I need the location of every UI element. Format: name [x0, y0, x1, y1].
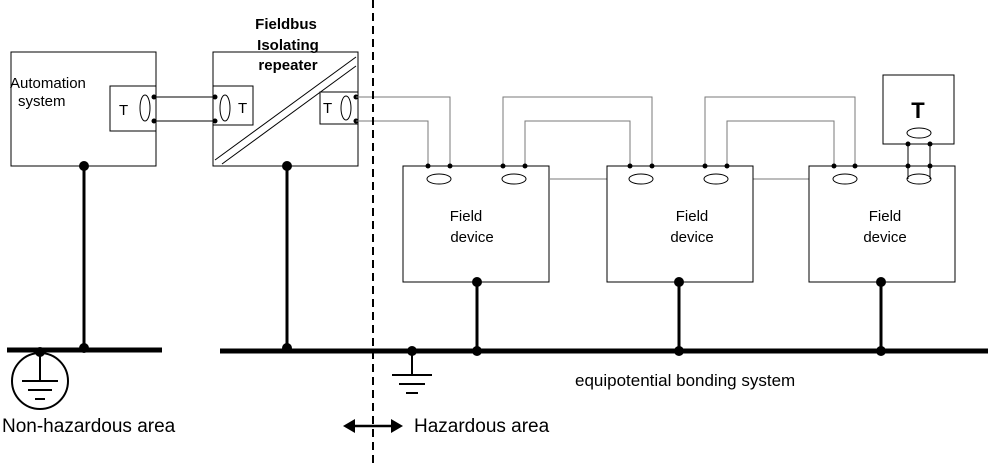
terminator-box-repeater-right	[319, 91, 359, 125]
field-device-label-3a: Field	[869, 208, 902, 225]
coupler-icon	[628, 173, 654, 185]
automation-system-label-1: Automation	[10, 75, 86, 92]
repeater-label-2: Isolating	[257, 37, 319, 54]
field-device-label-1a: Field	[450, 208, 483, 225]
protective-earth-icon	[11, 347, 69, 410]
hazardous-area-label: Hazardous area	[414, 416, 550, 437]
coupler-icon	[340, 95, 352, 121]
coupler-icon	[906, 173, 932, 185]
repeater-label-3: repeater	[258, 57, 317, 74]
field-device-label-2a: Field	[676, 208, 709, 225]
coupler-icon	[703, 173, 729, 185]
repeater-label-1: Fieldbus	[255, 16, 317, 33]
coupler-icon	[426, 173, 452, 185]
field-device-label-1b: device	[450, 229, 493, 246]
bus-cable-trunk	[356, 96, 856, 180]
coupler-icon	[219, 94, 231, 122]
non-hazardous-area-label: Non-hazardous area	[2, 416, 176, 437]
field-device-label-3b: device	[863, 229, 906, 246]
coupler-icon	[832, 173, 858, 185]
field-device-label-2b: device	[670, 229, 713, 246]
earth-ground-icon	[392, 351, 432, 394]
coupler-icon	[139, 94, 151, 122]
coupler-icon	[501, 173, 527, 185]
terminator-label-repeater-right: T	[323, 100, 332, 117]
field-device-1: Field device	[402, 163, 550, 283]
terminator-label-automation: T	[119, 102, 128, 119]
end-terminator: T	[882, 74, 955, 179]
field-device-2: Field device	[606, 163, 754, 283]
coupler-icon	[906, 127, 932, 139]
field-device-3: Field device	[808, 163, 956, 283]
automation-system-label-2: system	[18, 93, 66, 110]
end-terminator-label: T	[911, 98, 925, 123]
bus-cable-segment	[154, 96, 215, 122]
bonding-connections	[79, 161, 886, 356]
automation-system: Automation system T	[10, 51, 157, 167]
isolating-repeater: Fieldbus Isolating repeater T T	[212, 16, 359, 167]
terminator-label-repeater-left: T	[238, 100, 247, 117]
bonding-bars	[7, 347, 988, 354]
bonding-system-label: equipotential bonding system	[575, 371, 795, 390]
double-arrow-icon	[343, 419, 403, 433]
